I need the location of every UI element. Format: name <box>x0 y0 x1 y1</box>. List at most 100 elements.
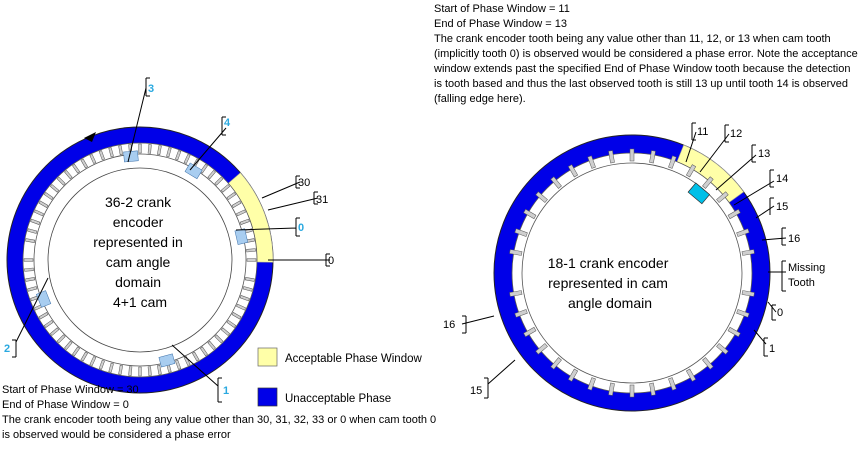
crank-tooth <box>30 218 41 225</box>
crank-tooth <box>89 153 97 164</box>
crank-tooth <box>214 176 224 186</box>
crank-tooth <box>128 366 133 376</box>
crank-tooth <box>587 377 596 391</box>
crank-tooth <box>72 346 81 357</box>
missing-tooth-label: Tooth <box>788 277 815 289</box>
legend-acceptable-swatch <box>257 347 278 367</box>
crank-tooth <box>118 145 123 156</box>
crank-tooth <box>183 153 191 164</box>
crank-tooth <box>608 150 615 164</box>
right-tooth-label: 11 <box>697 126 708 138</box>
crank-tooth <box>207 169 216 180</box>
end-phase-window-line: End of Phase Window = 0 <box>2 399 129 411</box>
crank-tooth <box>56 176 66 186</box>
crank-tooth <box>72 163 81 174</box>
crank-tooth <box>25 238 36 243</box>
right-center-line: 18-1 crank encoder <box>548 255 669 271</box>
crank-tooth <box>89 356 97 367</box>
crank-tooth <box>535 343 548 355</box>
right-tooth-label: 16 <box>788 233 800 245</box>
crank-tooth <box>49 184 60 193</box>
crank-tooth <box>629 148 635 162</box>
crank-tooth <box>220 327 231 336</box>
right-labels: 11 12 13 14 15 16 Missing Tooth 0 1 16 1… <box>443 126 825 397</box>
crank-tooth <box>49 327 60 336</box>
crank-tooth <box>147 366 152 376</box>
start-phase-window-line: Start of Phase Window = 11 <box>434 3 570 15</box>
crank-tooth <box>244 277 255 282</box>
crank-tooth <box>741 249 755 256</box>
crank-tooth <box>98 359 105 370</box>
left-labels: 30 31 0 3 4 0 2 1 <box>4 83 334 397</box>
left-arrow-icon <box>84 132 96 142</box>
cam-tooth <box>123 150 139 163</box>
left-cam-wheel <box>47 167 233 353</box>
crank-tooth <box>550 357 562 370</box>
crank-tooth <box>175 359 182 370</box>
crank-tooth <box>38 200 49 208</box>
right-center-line: angle domain <box>568 295 652 311</box>
crank-tooth <box>25 277 36 282</box>
crank-tooth <box>239 218 250 225</box>
crank-tooth <box>220 184 231 193</box>
crank-tooth <box>98 150 105 161</box>
left-center-line: 36-2 crank <box>105 194 172 210</box>
crank-tooth <box>514 228 528 237</box>
crank-tooth <box>716 343 729 355</box>
left-center-line: represented in <box>93 234 183 250</box>
right-encoder: 18-1 crank encoder represented in cam an… <box>493 134 771 412</box>
crank-tooth <box>138 143 142 154</box>
crank-tooth <box>608 382 615 396</box>
missing-tooth-label: Missing <box>788 262 825 274</box>
crank-tooth <box>242 286 253 292</box>
crank-tooth <box>246 248 256 253</box>
crank-tooth <box>629 384 635 398</box>
crank-tooth <box>175 150 182 161</box>
crank-tooth <box>199 163 208 174</box>
crank-tooth <box>226 192 237 201</box>
crank-tooth <box>702 357 714 370</box>
crank-tooth <box>27 286 38 292</box>
left-crank-label: 31 <box>316 194 328 206</box>
right-tooth-label: 15 <box>470 385 482 397</box>
left-center-line: domain <box>115 274 161 290</box>
crank-tooth <box>246 258 257 262</box>
crank-tooth <box>716 191 729 203</box>
left-cam-label: 3 <box>148 83 154 95</box>
crank-tooth <box>236 209 247 217</box>
left-cam-label: 4 <box>224 117 231 129</box>
crank-tooth <box>226 319 237 328</box>
crank-tooth <box>236 303 247 311</box>
right-crank-teeth <box>509 148 755 398</box>
right-center-line: represented in cam <box>548 275 668 291</box>
crank-tooth <box>38 312 49 320</box>
crank-tooth <box>649 150 656 164</box>
start-phase-window-line: Start of Phase Window = 30 <box>2 384 139 396</box>
crank-tooth <box>64 340 73 351</box>
crank-tooth <box>550 176 562 189</box>
cam-tooth <box>158 353 176 368</box>
right-tooth-label: 15 <box>776 201 788 213</box>
crank-tooth <box>214 334 224 344</box>
right-cam-wheel <box>521 162 743 384</box>
crank-tooth <box>24 267 34 272</box>
crank-tooth <box>239 295 250 302</box>
right-tooth-label: 1 <box>769 343 775 355</box>
crank-tooth <box>231 312 242 320</box>
crank-tooth <box>736 309 750 318</box>
crank-tooth <box>649 382 656 396</box>
crank-tooth <box>509 290 523 297</box>
crank-tooth <box>56 334 66 344</box>
crank-tooth <box>736 228 750 237</box>
crank-tooth <box>523 208 537 220</box>
crank-tooth <box>685 164 697 178</box>
crank-tooth <box>43 319 54 328</box>
crank-tooth <box>27 228 38 234</box>
crank-tooth <box>147 144 152 154</box>
crank-tooth <box>80 158 88 169</box>
phase-error-paragraph: The crank encoder tooth being any value … <box>2 414 437 441</box>
crank-tooth <box>514 309 528 318</box>
right-tooth-label: 0 <box>777 307 783 319</box>
crank-tooth <box>199 346 208 357</box>
